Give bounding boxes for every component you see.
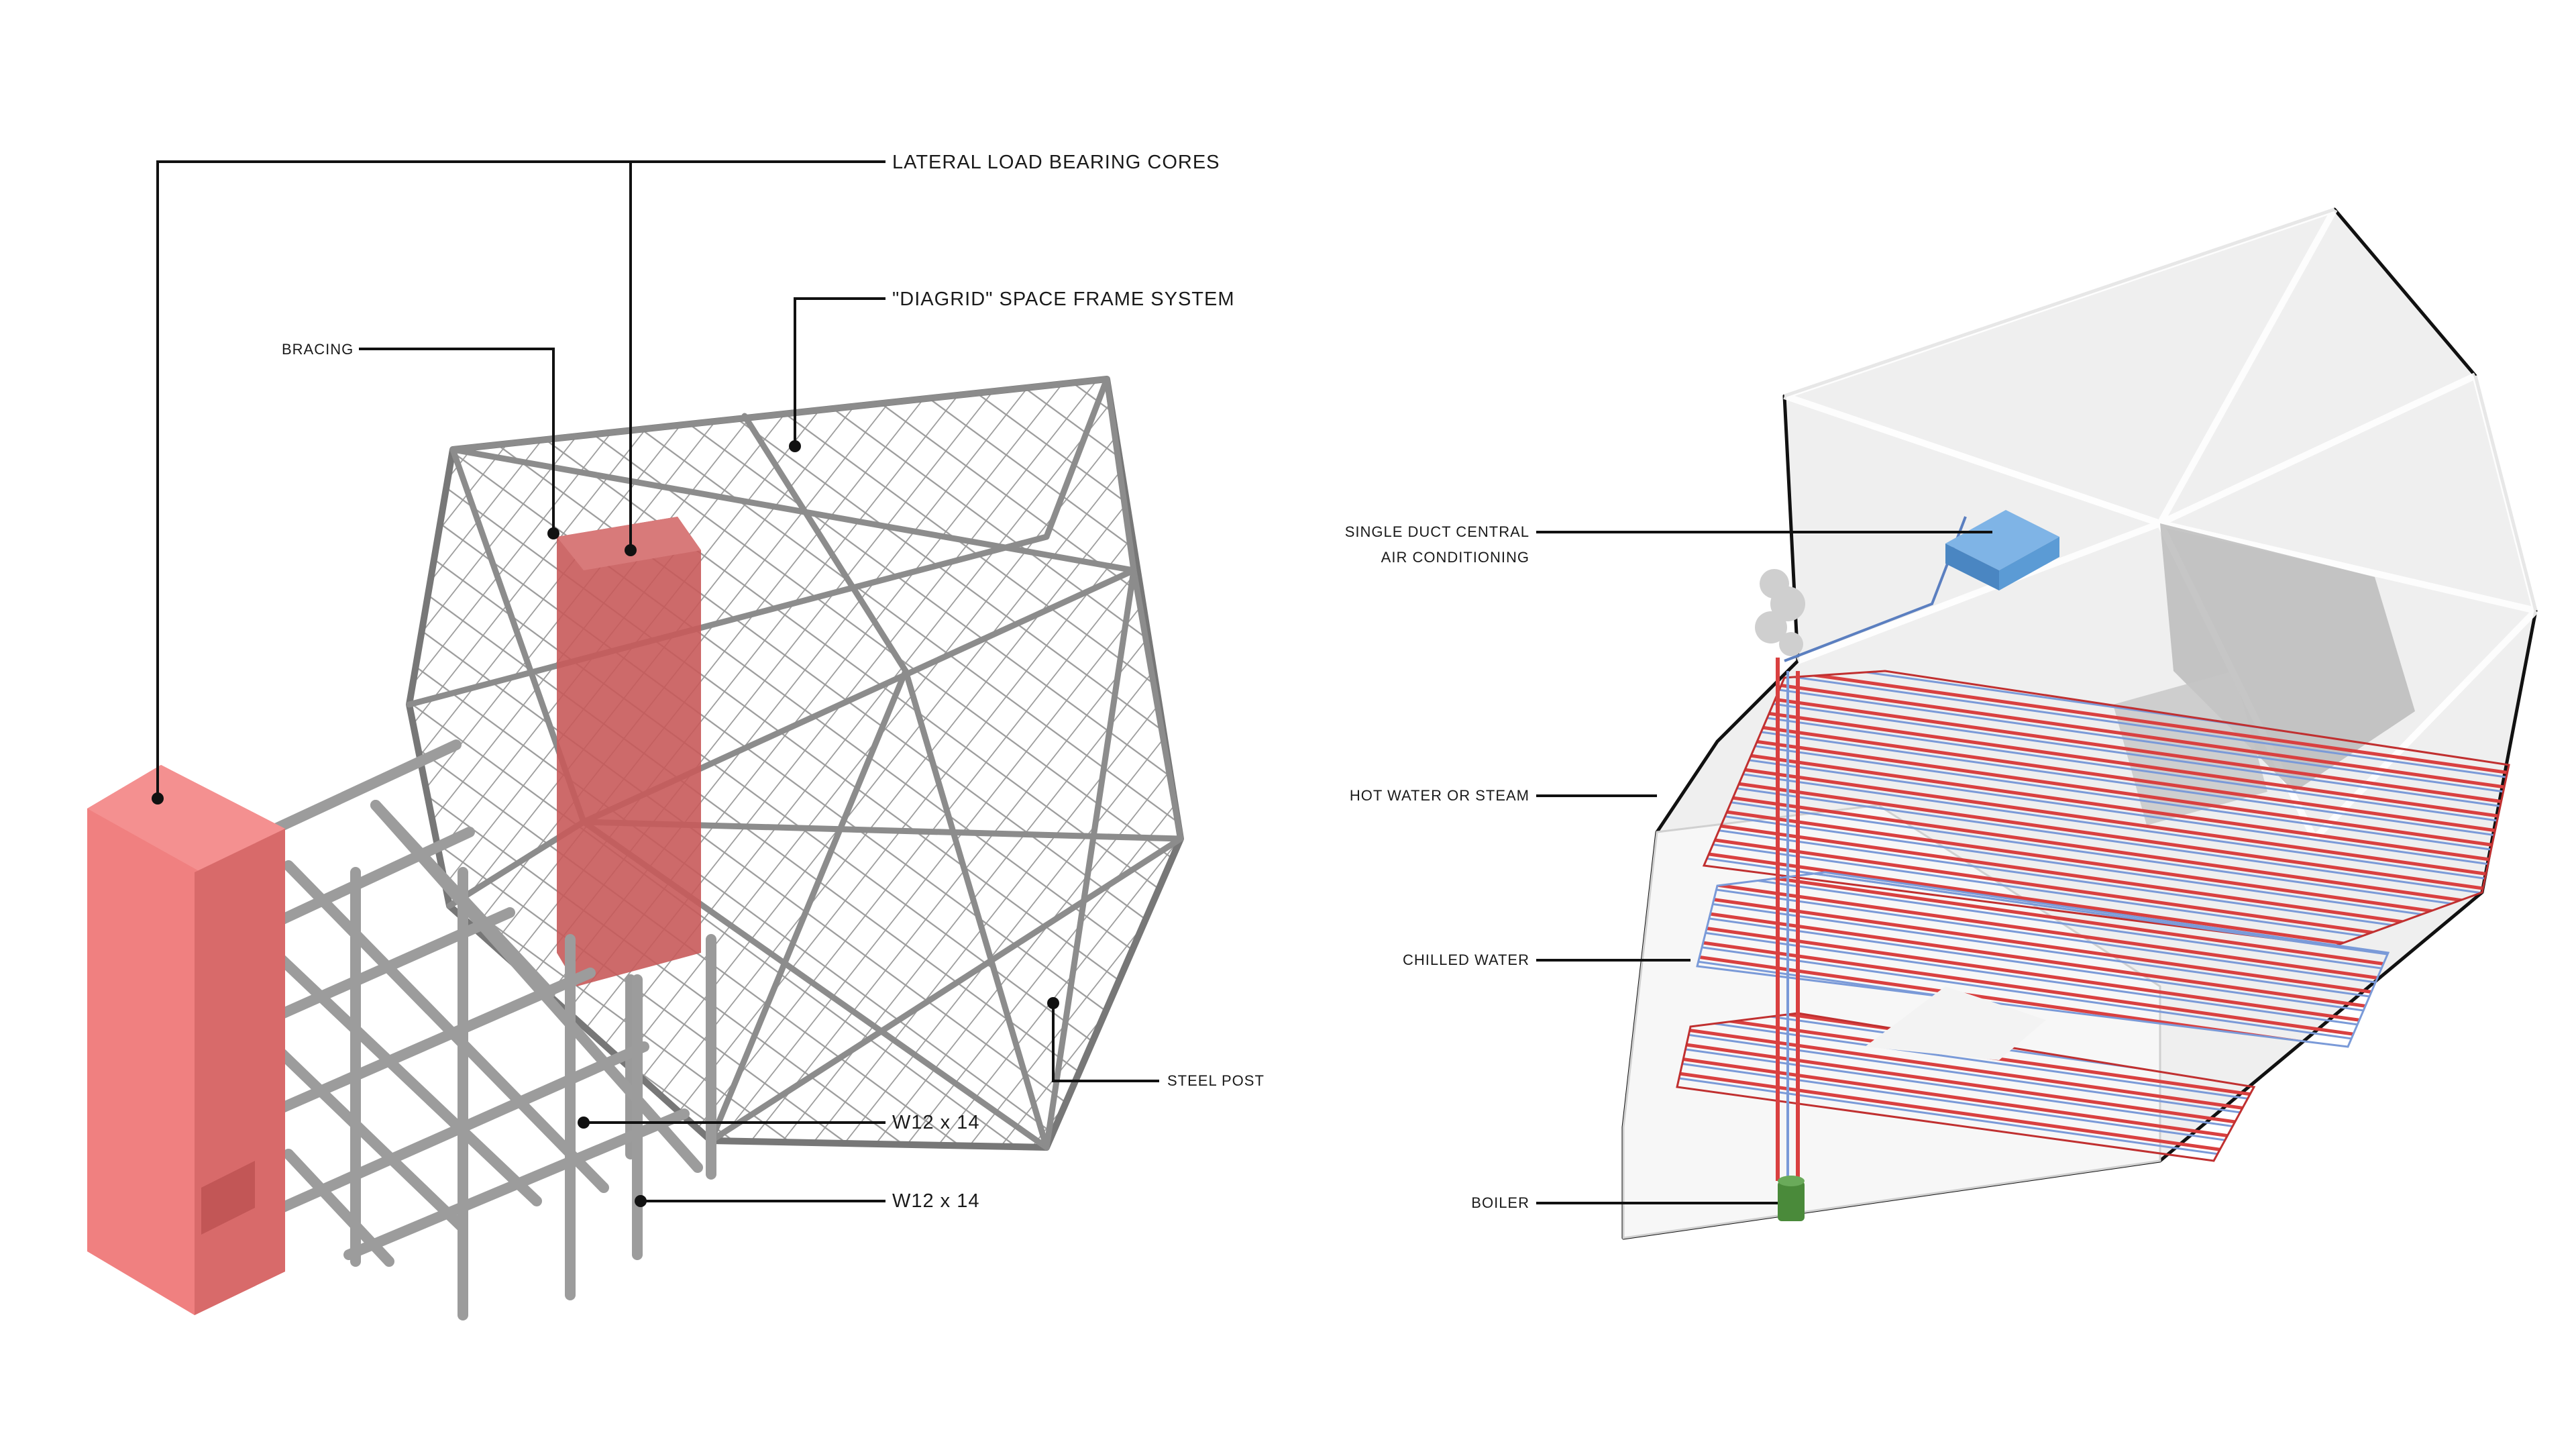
- steel-beam-grid: [263, 739, 703, 1320]
- hot-water-label: HOT WATER OR STEAM: [1349, 787, 1529, 804]
- hot-water-pipes: [1702, 670, 2510, 947]
- boiler-icon: [1778, 1176, 1805, 1221]
- ac-label-line2: AIR CONDITIONING: [1381, 549, 1529, 566]
- risers: [1776, 516, 1967, 1181]
- mechanical-diagram: [1536, 206, 2539, 1240]
- diagrid-label: "DIAGRID" SPACE FRAME SYSTEM: [892, 289, 1235, 310]
- diagrid-space-frame: [406, 376, 1184, 1151]
- structural-leaders: [156, 160, 1159, 1202]
- bracing-label: BRACING: [282, 341, 354, 358]
- inner-core: [557, 517, 701, 986]
- exhaust-smoke-icon: [1755, 569, 1805, 671]
- chilled-water-pipes: [1696, 871, 2390, 1048]
- lateral-core-block: [87, 765, 285, 1315]
- mechanical-leaders: [1536, 531, 1992, 1204]
- ac-unit-icon: [1945, 510, 2059, 590]
- structural-diagram: [87, 160, 1184, 1320]
- boiler-label: BOILER: [1471, 1194, 1529, 1211]
- chilled-water-label: CHILLED WATER: [1402, 951, 1529, 968]
- ac-label-line1: SINGLE DUCT CENTRAL: [1344, 523, 1529, 540]
- w12-upper-label: W12 x 14: [892, 1112, 980, 1133]
- lateral-cores-label: LATERAL LOAD BEARING CORES: [892, 152, 1220, 173]
- w12-lower-label: W12 x 14: [892, 1190, 980, 1212]
- structural-leader-dots: [152, 440, 1059, 1207]
- lower-pipes: [1676, 986, 2256, 1162]
- steel-post-label: STEEL POST: [1167, 1072, 1265, 1089]
- steel-posts: [625, 934, 716, 1180]
